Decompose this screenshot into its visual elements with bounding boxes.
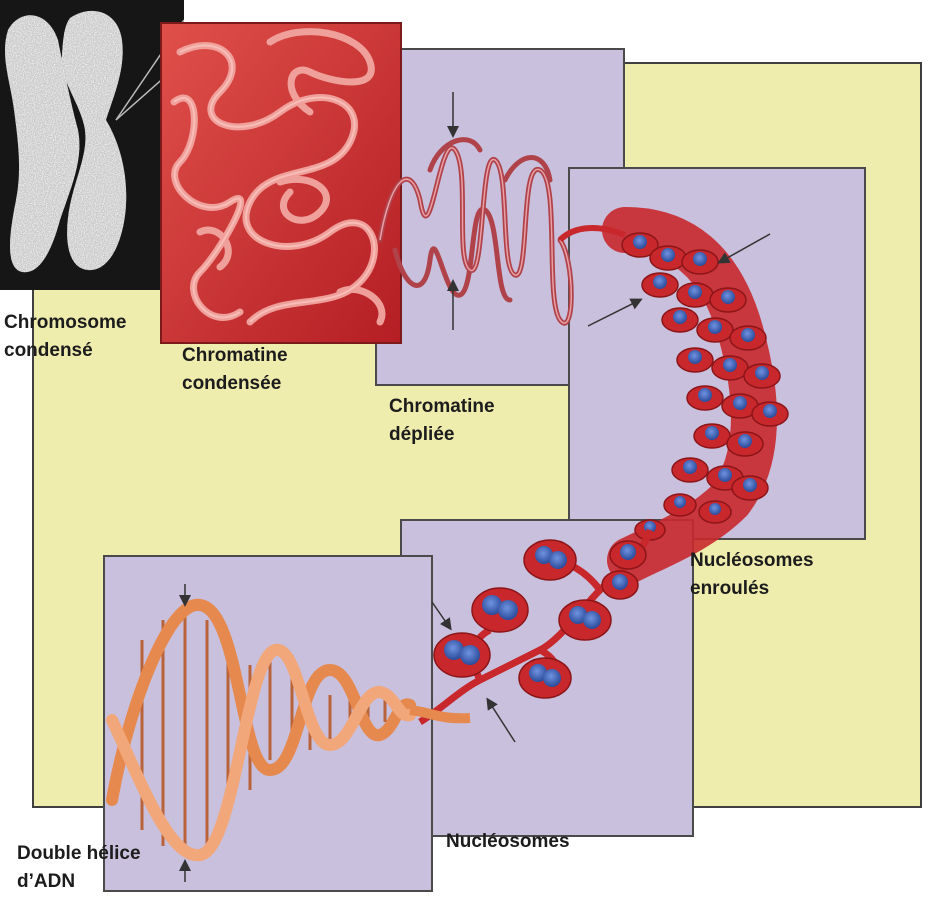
label-chromatin-condensed-line1: Chromatine xyxy=(182,342,288,370)
label-double-helix-line1: Double hélice xyxy=(17,840,141,868)
label-double-helix: Double hélice d’ADN xyxy=(17,840,141,896)
label-nucleosomes-coiled: Nucléosomes enroulés xyxy=(690,547,814,603)
label-chromatin-unfolded: Chromatine dépliée xyxy=(389,393,495,449)
label-double-helix-line2: d’ADN xyxy=(17,868,141,896)
label-chromosome-line2: condensé xyxy=(4,337,126,365)
label-nucleosomes-coiled-line1: Nucléosomes xyxy=(690,547,814,575)
label-chromatin-unfolded-line2: dépliée xyxy=(389,421,495,449)
label-nucleosomes-coiled-line2: enroulés xyxy=(690,575,814,603)
label-chromosome: Chromosome condensé xyxy=(4,309,126,365)
label-chromatin-unfolded-line1: Chromatine xyxy=(389,393,495,421)
label-nucleosomes: Nucléosomes xyxy=(446,828,570,856)
label-nucleosomes-line1: Nucléosomes xyxy=(446,828,570,856)
label-chromatin-condensed-line2: condensée xyxy=(182,370,288,398)
label-chromatin-condensed: Chromatine condensée xyxy=(182,342,288,398)
label-chromosome-line1: Chromosome xyxy=(4,309,126,337)
